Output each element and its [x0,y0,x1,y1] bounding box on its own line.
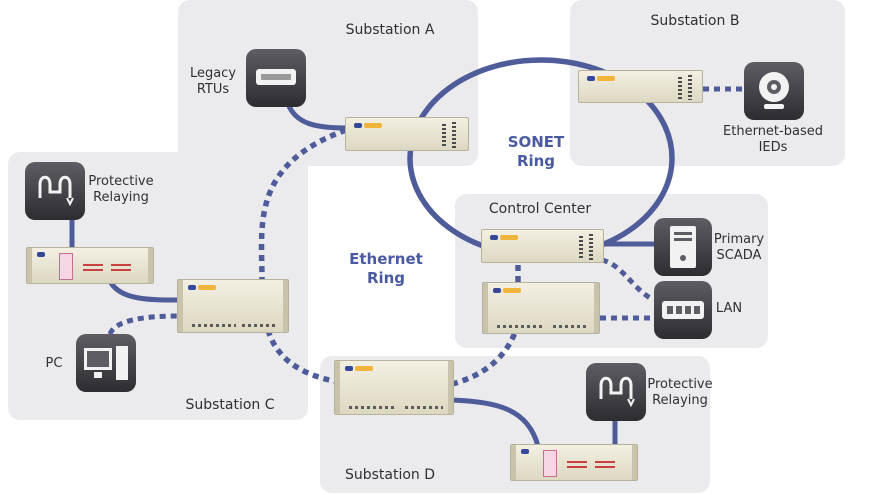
ied-label-line1: Ethernet-based [723,124,823,139]
ethernet-ring-line1: Ethernet [349,250,423,268]
ied-label: Ethernet-based IEDs [718,124,828,156]
rtu-label-line2: RTUs [196,82,230,97]
control-center-title: Control Center [488,201,592,217]
ethernet-ring-line2: Ring [366,269,406,287]
mux-substation-c[interactable] [177,279,289,333]
relay-c-link [108,281,179,303]
relaying-label-substation-c: Protective Relaying [88,174,154,206]
substation-b-title: Substation B [650,13,740,29]
relay-unit-substation-c[interactable] [26,247,154,284]
rtu-link [285,102,347,131]
relaying-label-line2: Relaying [93,190,149,205]
lan-switch-icon[interactable] [654,281,712,339]
scada-label-line2: SCADA [716,248,762,263]
mux-substation-a[interactable] [345,117,469,151]
scada-label-line1: Primary [713,232,765,247]
pc-label: PC [45,356,63,371]
ethernet-ring-link [258,127,347,281]
mux-control-center[interactable] [481,229,604,263]
ied-label-line2: IEDs [758,140,788,155]
relaying-label-line1: Protective [647,377,713,392]
relaying-label-substation-d: Protective Relaying [647,377,713,409]
substation-d-title: Substation D [344,467,436,483]
rtu-label-line1: Legacy [189,66,237,81]
relaying-label-line1: Protective [88,174,154,189]
ethernet-ring-label: Ethernet Ring [344,250,428,288]
mux-substation-b[interactable] [578,70,703,103]
ethernet-ring-link [451,329,519,387]
pc-link [107,313,179,336]
sonet-ring-line1: SONET [507,133,565,151]
sonet-ring-line2: Ring [516,152,556,170]
ethernet-ring-link [265,329,339,385]
rtu-label: Legacy RTUs [183,66,243,98]
relay-unit-substation-d[interactable] [510,444,638,481]
substation-a-title: Substation A [345,22,435,38]
mux-substation-d[interactable] [334,360,454,415]
scada-server-icon[interactable] [654,218,712,276]
sonet-ring-label: SONET Ring [500,133,572,171]
lan-label: LAN [715,301,743,316]
lan-link [601,257,652,301]
rtu-icon[interactable] [246,49,306,107]
protective-relay-icon[interactable] [586,363,646,421]
substation-c-title: Substation C [185,397,275,413]
pc-icon[interactable] [76,334,136,392]
mux-control-center-lan[interactable] [482,282,600,334]
relay-d-mux-link [451,397,541,447]
protective-relay-icon[interactable] [25,162,85,220]
relaying-label-line2: Relaying [652,393,708,408]
scada-label: Primary SCADA [712,232,766,264]
webcam-icon[interactable] [744,62,804,120]
